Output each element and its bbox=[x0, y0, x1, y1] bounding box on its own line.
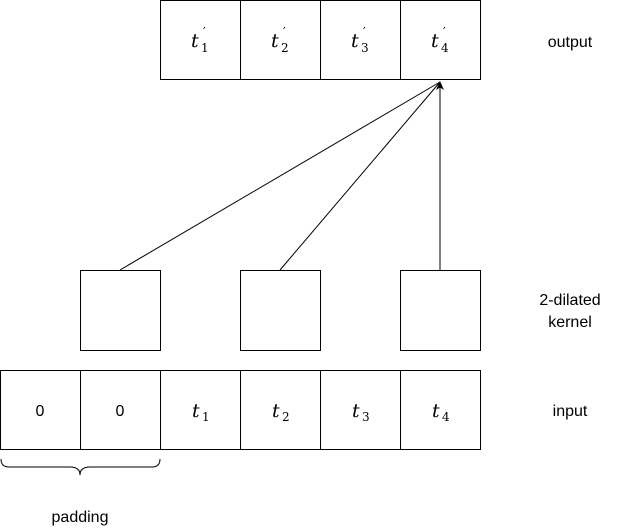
padding-cell-1-value: 0 bbox=[36, 403, 45, 420]
kernel-cell-3 bbox=[400, 270, 481, 351]
input-cell-4-sub: 4 bbox=[442, 410, 450, 424]
padding-cell-2-value: 0 bbox=[116, 403, 125, 420]
output-row: t ′ 1 t ′ 2 t ′ 3 t ′ 4 bbox=[160, 0, 481, 80]
input-label: input bbox=[553, 403, 588, 420]
input-cell-1-sub: 1 bbox=[202, 410, 210, 424]
kernel-label-line2: kernel bbox=[548, 314, 592, 331]
input-cell-2-base: t bbox=[272, 400, 280, 422]
kernel-label-line1: 2-dilated bbox=[539, 292, 600, 309]
output-cell-2-sub: 2 bbox=[281, 41, 289, 55]
output-cell-1-sub: 1 bbox=[201, 41, 209, 55]
output-cell-1: t ′ 1 bbox=[160, 0, 241, 80]
output-label: output bbox=[548, 34, 593, 51]
output-cell-4: t ′ 4 bbox=[400, 0, 481, 80]
kernel-cell-2 bbox=[240, 270, 321, 351]
padding-brace bbox=[0, 458, 161, 476]
padding-cell-1: 0 bbox=[0, 370, 81, 450]
output-cell-2: t ′ 2 bbox=[240, 0, 321, 80]
input-cell-4-base: t bbox=[432, 400, 440, 422]
output-cell-3-prime: ′ bbox=[363, 25, 366, 39]
padding-label: padding bbox=[52, 509, 109, 526]
output-cell-2-base: t bbox=[271, 30, 279, 52]
kernel-row bbox=[80, 270, 481, 351]
output-cell-3: t ′ 3 bbox=[320, 0, 401, 80]
input-row: 0 0 t 1 t 2 t 3 t 4 bbox=[0, 370, 481, 450]
output-cell-1-base: t bbox=[191, 30, 199, 52]
input-cell-3-sub: 3 bbox=[362, 410, 370, 424]
input-cell-3-base: t bbox=[352, 400, 360, 422]
output-cell-1-prime: ′ bbox=[203, 25, 206, 39]
kernel-connectors bbox=[119, 81, 444, 271]
output-cell-4-prime: ′ bbox=[443, 25, 446, 39]
padding-cell-2: 0 bbox=[80, 370, 161, 450]
kernel-cell-1 bbox=[80, 270, 161, 351]
connector-arrow-2 bbox=[279, 81, 441, 271]
output-cell-3-sub: 3 bbox=[361, 41, 369, 55]
output-cell-4-sub: 4 bbox=[441, 41, 449, 55]
input-cell-4: t 4 bbox=[400, 370, 481, 450]
input-cell-1: t 1 bbox=[160, 370, 241, 450]
output-cell-3-base: t bbox=[351, 30, 359, 52]
input-cell-3: t 3 bbox=[320, 370, 401, 450]
input-cell-2: t 2 bbox=[240, 370, 321, 450]
output-cell-4-base: t bbox=[431, 30, 439, 52]
output-cell-2-prime: ′ bbox=[283, 25, 286, 39]
connector-arrow-1 bbox=[119, 81, 441, 271]
input-cell-2-sub: 2 bbox=[282, 410, 290, 424]
input-cell-1-base: t bbox=[192, 400, 200, 422]
